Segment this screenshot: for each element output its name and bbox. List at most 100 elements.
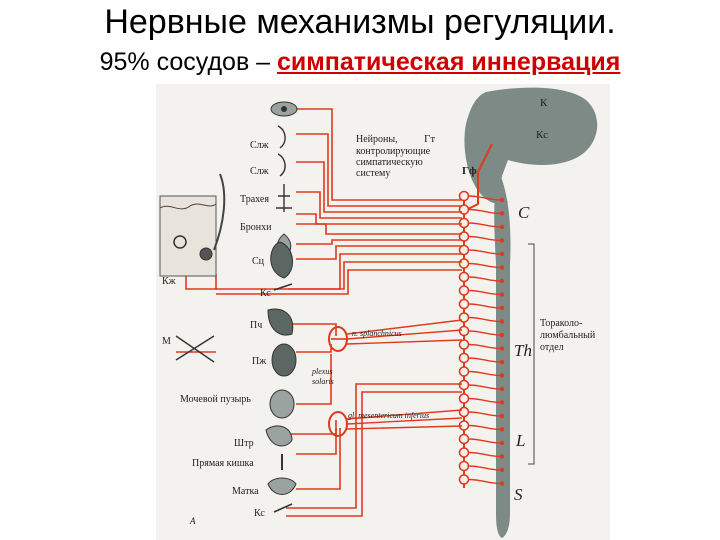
vessel-icon-2 [273, 503, 293, 513]
cord-node [499, 386, 505, 392]
neurons-note-line-4: систему [356, 168, 390, 179]
preganglionic-fibers [467, 195, 501, 485]
sympathetic-innervation-figure: К Кс Гт Гф Нейроны, контролирующие симпа… [156, 84, 610, 540]
organ-label-liver: Пч [250, 320, 262, 331]
cord-node [499, 413, 505, 419]
organ-label-bladder: Мочевой пузырь [180, 394, 251, 405]
chain-ganglion [458, 258, 470, 269]
trachea-icon [276, 184, 292, 212]
chain-ganglion [458, 379, 470, 391]
preganglionic-fiber [467, 465, 501, 471]
subtitle-highlight: симпатическая иннервация [277, 48, 621, 76]
cord-node [499, 319, 505, 324]
liver-icon [267, 308, 294, 336]
cord-node [499, 481, 505, 486]
hair-follicle [199, 247, 213, 261]
cord-node [499, 427, 505, 432]
skin-block [159, 195, 217, 277]
intestine-icon [265, 425, 293, 447]
cord-node [499, 373, 505, 378]
brain-label-gf: Гф [462, 165, 477, 177]
ganglion-label-plexus: plexus [311, 367, 332, 376]
chain-ganglion [458, 325, 470, 337]
organ-label-uterus: Матка [232, 486, 259, 497]
chain-ganglion [458, 433, 470, 445]
organ-label-heart: Сц [252, 256, 265, 267]
organ-label-pancreas: Пж [252, 356, 266, 367]
chain-ganglion [458, 366, 470, 377]
chain-ganglion [458, 447, 470, 458]
cord-node [499, 400, 505, 405]
figure-svg: К Кс Гт Гф Нейроны, контролирующие симпа… [159, 87, 598, 538]
cord-node [499, 467, 505, 473]
ganglion-label-mesenteric: gl. mesentericum inferius [348, 411, 429, 420]
segment-l: L [515, 431, 525, 450]
vessel-icon-1 [273, 283, 293, 291]
brain-label-kc: Кс [536, 129, 548, 141]
subtitle-prefix: 95% сосудов – [99, 48, 278, 76]
preganglionic-fiber [467, 303, 501, 309]
organ-label-bronchi: Бронхи [240, 222, 272, 233]
cord-node [499, 440, 505, 446]
pupil-icon [281, 106, 287, 112]
cord-node [499, 251, 505, 257]
cord-node [499, 197, 505, 203]
preganglionic-fiber [467, 195, 501, 201]
muscle-icon [175, 335, 215, 363]
chain-ganglion [458, 190, 470, 202]
spinal-cord [494, 174, 511, 538]
segment-s: S [514, 485, 523, 504]
chain-ganglia [458, 190, 470, 485]
brain-label-gt: Гт [424, 133, 435, 145]
chain-ganglion [458, 244, 470, 256]
organ-label-kc-1: Кс [260, 288, 271, 299]
brain-label-k: К [540, 97, 548, 109]
heart-icon [270, 241, 293, 279]
preganglionic-fiber [467, 276, 501, 282]
region-note-line-2: люмбальный [540, 330, 596, 341]
slide-title: Нервные механизмы регуляции. [104, 3, 616, 41]
region-bracket [528, 243, 535, 465]
organ-label-kzh: Кж [162, 276, 176, 287]
salivary-gland-icon-1 [277, 125, 286, 149]
cord-nodes [499, 197, 505, 486]
cord-node [499, 292, 505, 297]
segment-th: Th [514, 341, 532, 360]
segment-c: C [518, 203, 530, 222]
preganglionic-fiber [467, 262, 501, 269]
hair-icon [213, 173, 226, 251]
chain-ganglion [458, 352, 470, 364]
preganglionic-fiber [467, 316, 501, 323]
cord-node [499, 224, 505, 230]
chain-ganglion [458, 217, 470, 229]
figure-label-a: А [189, 516, 196, 526]
organ-label-trachea: Трахея [240, 194, 269, 205]
skin-surface [159, 203, 217, 210]
ganglion-label-splanchnicus: n. splanchnicus [352, 329, 402, 338]
organ-label-slzh-2: Слж [250, 166, 269, 177]
chain-ganglion [458, 393, 470, 404]
region-note-line-1: Тораколо- [540, 318, 582, 329]
chain-ganglion [458, 285, 470, 296]
preganglionic-fiber [467, 411, 501, 417]
chain-ganglion [458, 460, 470, 472]
organ-label-kc-2: Кс [254, 508, 265, 519]
preganglionic-fiber [467, 343, 501, 350]
preganglionic-fiber [467, 222, 501, 228]
cord-node [499, 305, 505, 311]
preganglionic-fiber [467, 397, 501, 404]
postganglionic-fibers [176, 108, 462, 517]
cord-node [499, 211, 505, 216]
ganglion-label-solaris: solaris [312, 377, 334, 386]
preganglionic-fiber [467, 357, 501, 363]
sweat-gland [173, 235, 187, 249]
neurons-note-line-1: Нейроны, [356, 134, 398, 145]
salivary-gland-icon-2 [277, 153, 286, 177]
bladder-icon [269, 389, 295, 419]
chain-ganglion [458, 406, 470, 418]
organ-label-slzh-1: Слж [250, 140, 269, 151]
pancreas-icon [271, 343, 297, 377]
chain-ganglion [458, 298, 470, 310]
preganglionic-fiber [467, 451, 501, 458]
brain-shape [464, 87, 598, 204]
